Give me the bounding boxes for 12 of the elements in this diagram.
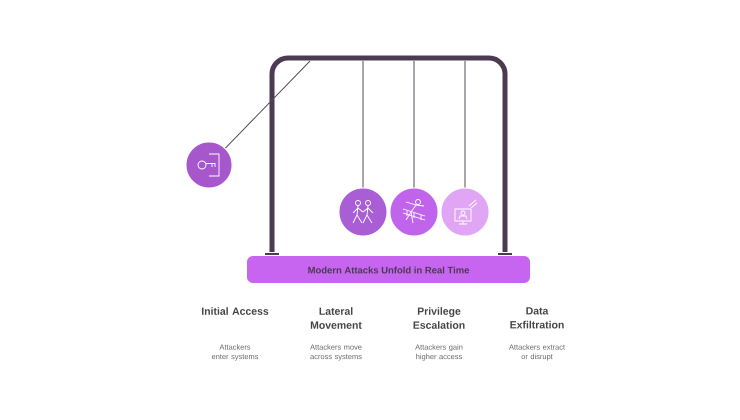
step-heading: Privilege Escalation [414,307,464,329]
ball [186,142,232,188]
ball [390,188,438,236]
pendulum-string [224,60,310,149]
ball [338,188,388,236]
pendulum-string [464,60,466,188]
step-heading: Initial Access [202,307,268,315]
step-heading: Data Exfiltration [510,307,564,328]
title-bar: Modern Attacks Unfold in Real Time [247,256,530,283]
pendulum-string [362,60,364,188]
ball [440,188,490,236]
step-heading: Lateral Movement [310,307,362,329]
